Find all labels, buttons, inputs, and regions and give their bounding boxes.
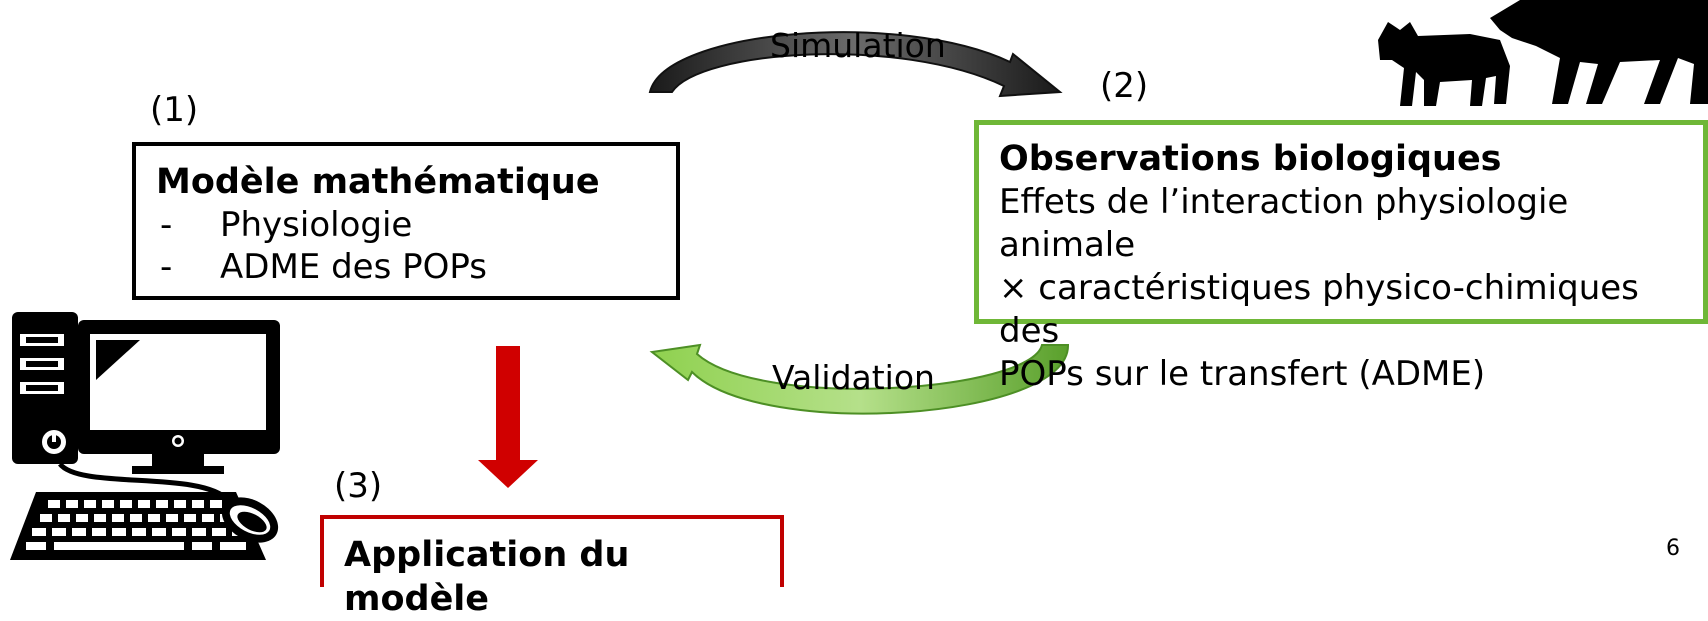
step2-line: × caractéristiques physico-chimiques des (999, 268, 1639, 351)
bullet-dash: - (160, 205, 173, 245)
step2-line: Effets de l’interaction physiologie anim… (999, 182, 1569, 265)
step2-title: Observations biologiques (999, 139, 1502, 179)
down-arrow (478, 346, 538, 488)
step2-number: (2) (1100, 66, 1149, 106)
step1-number: (1) (150, 90, 199, 130)
step1-item-label: ADME des POPs (220, 247, 487, 287)
step1-item: - ADME des POPs (156, 246, 656, 288)
step2-box: Observations biologiques Effets de l’int… (974, 120, 1708, 394)
step3-title: Application du modèle (344, 535, 630, 619)
page-number: 6 (1666, 536, 1680, 561)
simulation-arrow (648, 31, 1063, 98)
bullet-dash: - (160, 247, 173, 287)
step1-item: - Physiologie (156, 204, 656, 246)
step2-line: POPs sur le transfert (ADME) (999, 354, 1486, 394)
step3-number: (3) (334, 466, 383, 506)
cattle-silhouette-icon (1378, 0, 1708, 106)
step1-title: Modèle mathématique (156, 162, 600, 202)
validation-arrow (649, 343, 1070, 415)
step1-item-label: Physiologie (220, 205, 413, 245)
diagram-graphics (10, 0, 1708, 560)
simulation-label: Simulation (770, 26, 946, 65)
step3-box: Application du modèle (320, 515, 784, 619)
computer-icon (10, 312, 280, 560)
step1-box: Modèle mathématique - Physiologie - ADME… (132, 142, 680, 300)
validation-label: Validation (772, 358, 935, 397)
